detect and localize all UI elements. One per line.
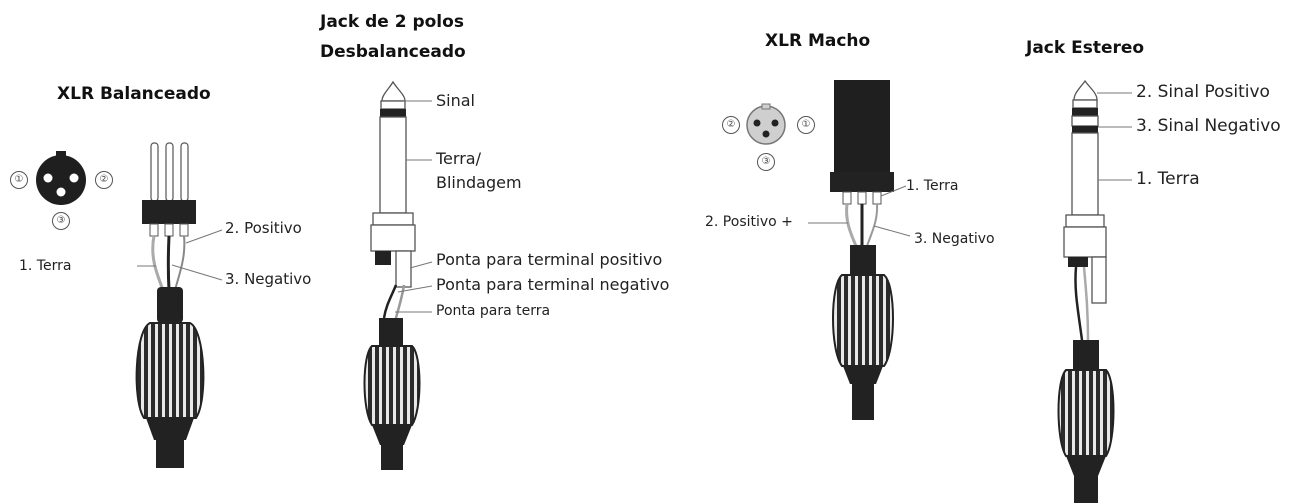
xlr-male-pin-2-marker: ②: [722, 116, 740, 134]
xlr-balanced-illustration: [36, 142, 223, 468]
xlr-male-positivo-label: 2. Positivo +: [705, 214, 793, 230]
jack-stereo-sinal-pos-label: 2. Sinal Positivo: [1136, 82, 1270, 102]
pin-2-marker: ②: [95, 171, 113, 189]
pin-3-marker: ③: [52, 212, 70, 230]
jack-2pole-ponta-pos-label: Ponta para terminal positivo: [436, 250, 663, 269]
xlr-male-terra-label: 1. Terra: [906, 178, 959, 194]
xlr-male-pin-3-marker: ③: [757, 153, 775, 171]
xlr-balanced-face-icon: [36, 151, 86, 205]
xlr-balanced-terra-label: 1. Terra: [19, 258, 72, 274]
jack-2pole-terra-label-line2: Blindagem: [436, 173, 522, 192]
title-jack-2pole-line1: Jack de 2 polos: [320, 12, 464, 32]
jack-stereo-illustration: [1057, 79, 1132, 503]
xlr-male-face-icon: [746, 103, 786, 145]
jack-2pole-terra-label-line1: Terra/: [436, 149, 481, 168]
xlr-male-pin-1-marker: ①: [797, 116, 815, 134]
title-jack-2pole-line2: Desbalanceado: [320, 42, 466, 62]
jack-2pole-ponta-terra-label: Ponta para terra: [436, 303, 551, 319]
jack-2pole-illustration: [363, 80, 433, 470]
jack-2pole-ponta-neg-label: Ponta para terminal negativo: [436, 275, 670, 294]
pin-1-marker: ①: [10, 171, 28, 189]
jack-2pole-sinal-label: Sinal: [436, 91, 475, 110]
jack-stereo-sinal-neg-label: 3. Sinal Negativo: [1136, 116, 1281, 136]
title-jack-stereo: Jack Estereo: [1026, 38, 1145, 58]
xlr-balanced-negativo-label: 3. Negativo: [225, 270, 312, 288]
xlr-male-illustration: [746, 80, 911, 420]
xlr-balanced-positivo-label: 2. Positivo: [225, 219, 302, 237]
jack-stereo-terra-label: 1. Terra: [1136, 169, 1200, 189]
xlr-male-negativo-label: 3. Negativo: [914, 231, 995, 247]
title-xlr-male: XLR Macho: [765, 31, 871, 51]
title-xlr-balanced: XLR Balanceado: [57, 84, 211, 104]
